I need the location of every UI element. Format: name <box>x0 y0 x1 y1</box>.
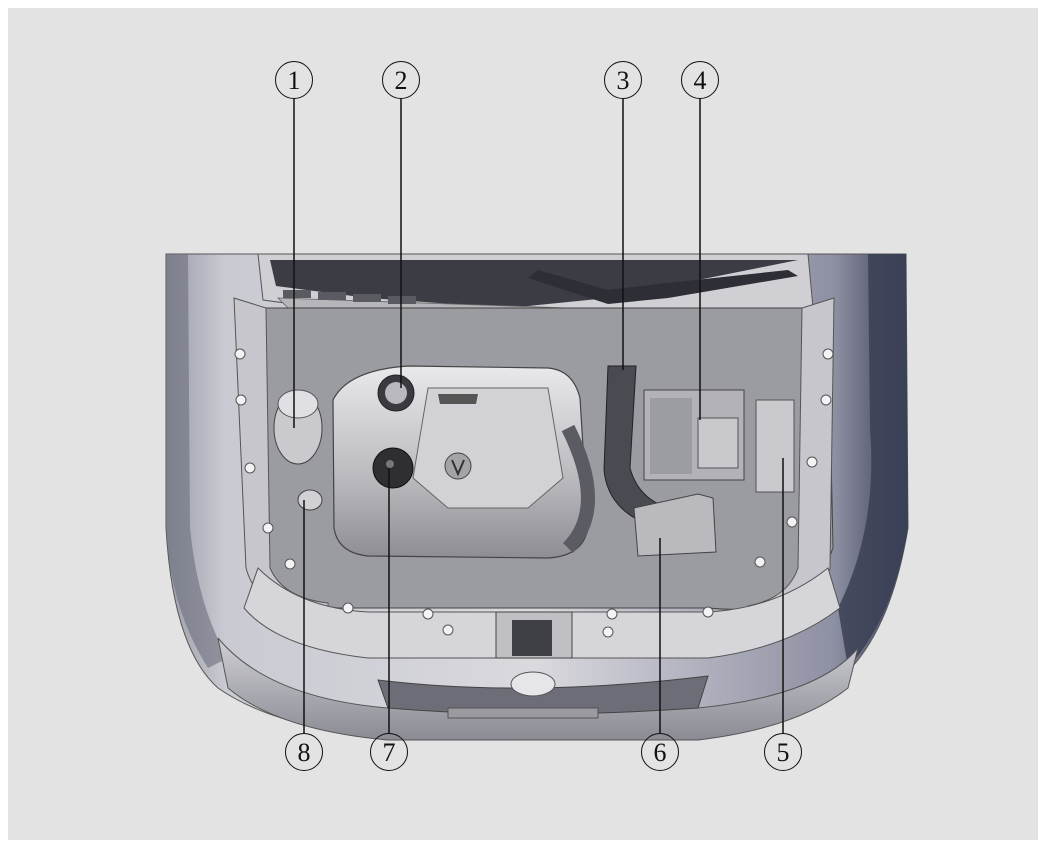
callout-7: 7 <box>370 733 408 771</box>
callout-3: 3 <box>604 61 642 99</box>
battery-area <box>755 399 795 493</box>
callout-1-label: 1 <box>287 66 301 95</box>
callout-4: 4 <box>681 61 719 99</box>
engine-oil-cap <box>372 447 414 489</box>
callout-6: 6 <box>641 733 679 771</box>
coolant-reservoir <box>273 389 323 465</box>
frame-bolts <box>234 348 834 638</box>
figure-panel: 1 2 3 4 5 6 7 8 <box>8 8 1038 840</box>
oil-filler-cap <box>377 374 415 412</box>
leader-lines <box>293 98 784 734</box>
air-filter-housing <box>633 493 717 557</box>
engine-bay-illustration <box>165 98 909 741</box>
callout-8-label: 8 <box>297 738 311 767</box>
callout-5: 5 <box>764 733 802 771</box>
callout-1: 1 <box>275 61 313 99</box>
callout-2-label: 2 <box>394 66 408 95</box>
callout-8: 8 <box>285 733 323 771</box>
callout-5-label: 5 <box>776 738 790 767</box>
engine-cover <box>332 365 589 559</box>
callout-2: 2 <box>382 61 420 99</box>
callout-3-label: 3 <box>616 66 630 95</box>
callout-4-label: 4 <box>693 66 707 95</box>
washer-cap <box>297 489 323 511</box>
fuse-box <box>643 389 745 481</box>
front-panel <box>243 567 841 659</box>
callout-6-label: 6 <box>653 738 667 767</box>
callout-7-label: 7 <box>382 738 396 767</box>
front-bumper <box>217 637 859 741</box>
